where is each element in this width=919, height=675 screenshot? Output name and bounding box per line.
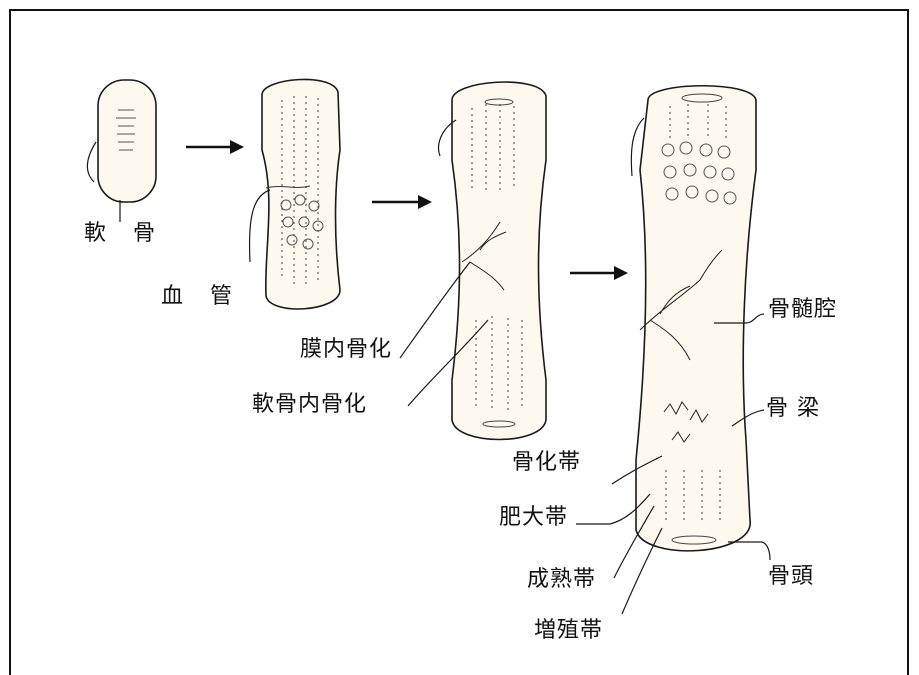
stage-two xyxy=(262,79,340,309)
label-proliferation-zone: 増殖帯 xyxy=(534,620,603,642)
label-trabecula: 骨 梁 xyxy=(766,398,820,420)
arrow-icon xyxy=(570,266,628,280)
arrow-icon xyxy=(186,140,244,154)
label-hypertrophic-zone: 肥大帯 xyxy=(499,507,568,529)
label-epiphysis: 骨頭 xyxy=(768,566,814,588)
stage-cartilage xyxy=(98,80,156,202)
label-cartilage: 軟 骨 xyxy=(84,223,165,245)
label-trabecula-bone: 骨 xyxy=(766,396,789,421)
label-maturation-zone: 成熟帯 xyxy=(527,569,596,591)
label-endochondral-ossification: 軟骨内骨化 xyxy=(252,394,367,416)
label-trabecula-beam: 梁 xyxy=(797,396,820,421)
label-ossification-zone: 骨化帯 xyxy=(512,452,581,474)
epiphysis-pointer xyxy=(728,542,770,560)
label-blood-vessel: 血 管 xyxy=(161,286,242,308)
stage-long-bone xyxy=(636,86,756,551)
proliferation-zone-pointer xyxy=(622,528,662,614)
cartilage-leader xyxy=(87,142,96,182)
stage-three xyxy=(452,82,546,439)
label-membranous-ossification: 膜内骨化 xyxy=(300,339,392,361)
label-marrow-cavity: 骨髄腔 xyxy=(768,299,837,321)
arrow-icon xyxy=(372,195,432,209)
